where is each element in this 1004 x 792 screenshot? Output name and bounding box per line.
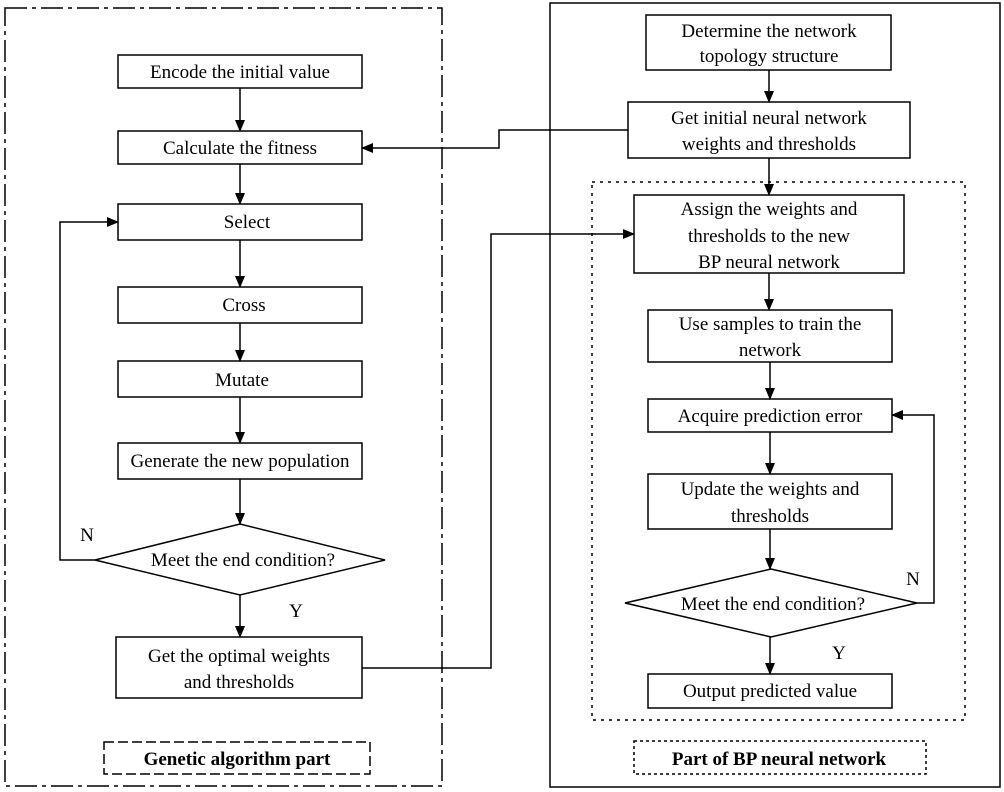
ga-generate-label: Generate the new population — [131, 451, 350, 472]
ga-mutate-label: Mutate — [215, 370, 269, 391]
bp-train-node: Use samples to train the network — [647, 309, 893, 363]
ga-fitness-node: Calculate the fitness — [117, 130, 363, 165]
ga-caption-label: Genetic algorithm part — [144, 749, 331, 770]
bp-yes-label: Y — [832, 643, 846, 664]
ga-end-condition-label: Meet the end condition? — [151, 550, 335, 571]
bp-error-node: Acquire prediction error — [647, 398, 893, 433]
ga-optimal-node: Get the optimal weights and thresholds — [115, 636, 363, 699]
ga-encode-node: Encode the initial value — [117, 54, 363, 89]
ga-select-node: Select — [117, 203, 363, 241]
bp-assign-line-3: BP neural network — [698, 252, 840, 273]
arrow-optimal-to-assign — [362, 229, 635, 669]
ga-optimal-line-2: and thresholds — [184, 672, 294, 693]
ga-end-condition-decision: Meet the end condition? — [94, 523, 386, 596]
ga-fitness-label: Calculate the fitness — [163, 138, 317, 159]
bp-initial-line-2: weights and thresholds — [682, 134, 856, 155]
bp-end-condition-label: Meet the end condition? — [681, 594, 865, 615]
ga-select-label: Select — [224, 212, 271, 233]
bp-output-label: Output predicted value — [683, 681, 857, 702]
ga-mutate-node: Mutate — [117, 360, 363, 398]
bp-output-node: Output predicted value — [647, 673, 893, 709]
ga-no-label: N — [80, 525, 94, 546]
bp-train-line-1: Use samples to train the — [679, 314, 862, 335]
ga-caption: Genetic algorithm part — [103, 741, 371, 775]
ga-encode-label: Encode the initial value — [150, 62, 330, 83]
bp-assign-line-1: Assign the weights and — [681, 199, 858, 220]
ga-cross-node: Cross — [117, 286, 363, 324]
bp-topology-node: Determine the network topology structure — [645, 14, 892, 71]
bp-end-condition-decision: Meet the end condition? — [624, 568, 918, 638]
bp-caption-label: Part of BP neural network — [672, 749, 887, 770]
bp-no-label: N — [906, 569, 920, 590]
arrow-initial-to-fitness — [361, 129, 628, 153]
ga-optimal-line-1: Get the optimal weights — [148, 646, 330, 667]
bp-update-node: Update the weights and thresholds — [647, 473, 893, 530]
bp-assign-node: Assign the weights and thresholds to the… — [633, 194, 905, 274]
bp-initial-node: Get initial neural network weights and t… — [627, 101, 911, 159]
ga-generate-node: Generate the new population — [117, 442, 363, 480]
bp-error-label: Acquire prediction error — [678, 406, 863, 427]
ga-cross-label: Cross — [222, 295, 265, 316]
ga-part-frame — [4, 7, 443, 787]
bp-update-line-1: Update the weights and — [681, 479, 860, 500]
bp-update-line-2: thresholds — [731, 506, 809, 527]
bp-caption: Part of BP neural network — [633, 740, 927, 775]
ga-yes-label: Y — [289, 601, 303, 622]
arrow-no-loop-to-error — [891, 410, 935, 604]
bp-topology-line-2: topology structure — [700, 46, 839, 67]
bp-topology-line-1: Determine the network — [681, 21, 857, 42]
bp-part-frame — [549, 2, 1001, 788]
bp-initial-line-1: Get initial neural network — [671, 108, 867, 129]
bp-training-frame — [591, 181, 966, 721]
bp-assign-line-2: thresholds to the new — [688, 226, 850, 247]
arrow-no-loop-to-select — [59, 217, 119, 561]
bp-train-line-2: network — [739, 340, 802, 361]
